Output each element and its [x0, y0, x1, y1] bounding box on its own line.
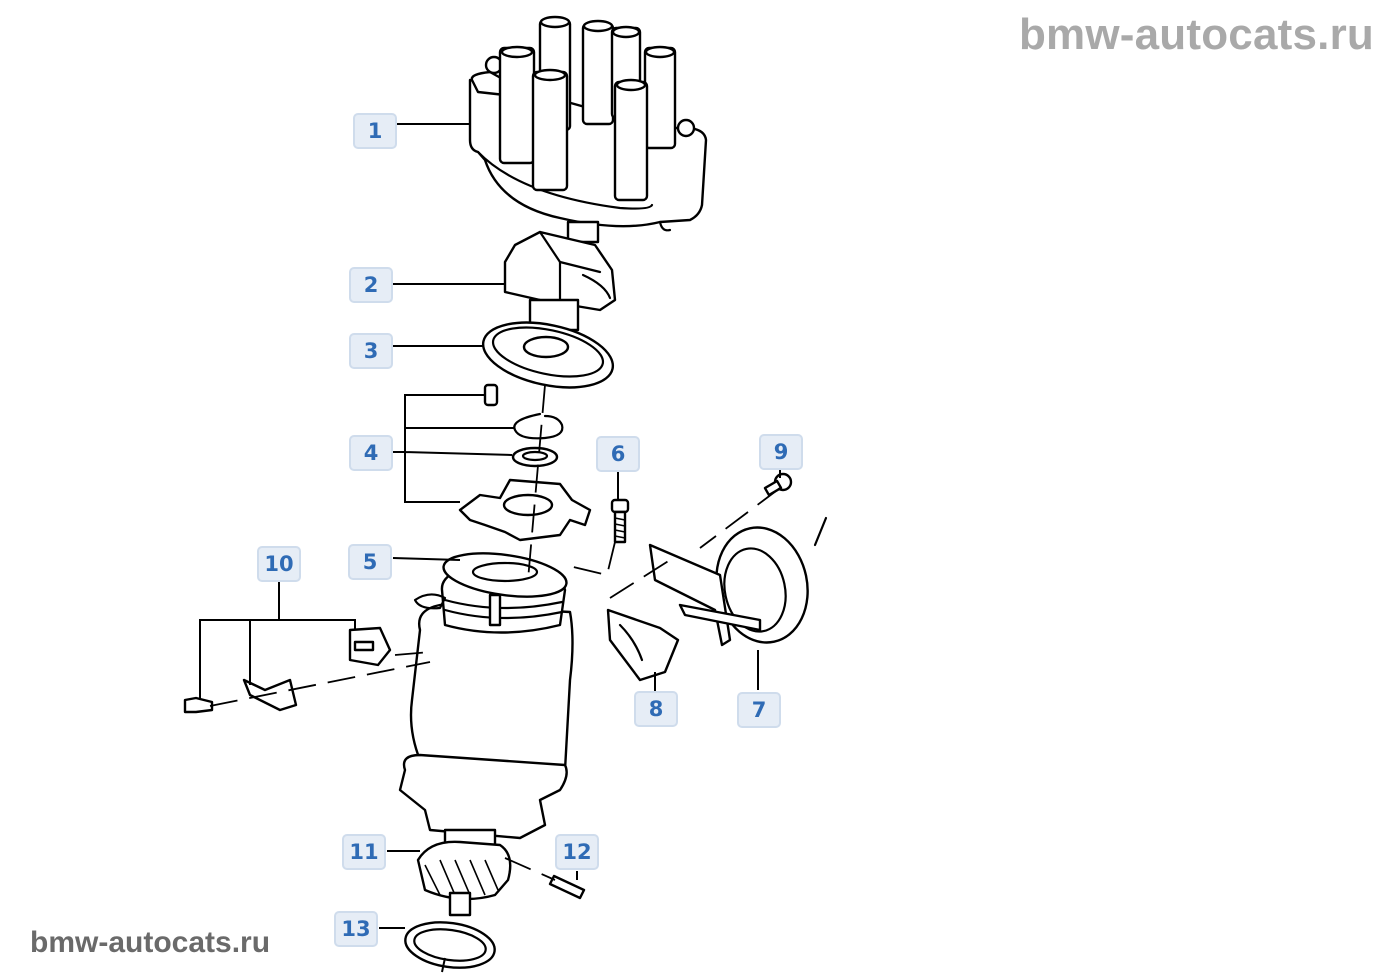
screw-drawing	[610, 498, 630, 544]
watermark-top: bmw-autocats.ru	[1018, 10, 1374, 59]
leader-lines	[199, 123, 781, 929]
vacuum-screw-drawing	[763, 472, 793, 497]
callout-6-screw[interactable]: 6	[596, 436, 640, 472]
callout-9-vacuum-screw[interactable]: 9	[759, 434, 803, 470]
callout-12-roll-pin[interactable]: 12	[555, 834, 599, 870]
callout-13-o-ring[interactable]: 13	[334, 911, 378, 947]
connector-clip-drawing	[183, 626, 392, 714]
callout-10-connector-clip[interactable]: 10	[257, 546, 301, 582]
dust-shield-drawing	[481, 321, 615, 389]
roll-pin-drawing	[548, 874, 586, 900]
o-ring-drawing	[404, 921, 496, 973]
callout-5-pickup-coil[interactable]: 5	[348, 544, 392, 580]
callout-8-bracket[interactable]: 8	[634, 691, 678, 727]
distributor-body-drawing	[398, 552, 574, 857]
callout-1-distributor-cap[interactable]: 1	[353, 113, 397, 149]
rotor-drawing	[503, 220, 617, 332]
vacuum-unit-drawing	[648, 516, 828, 647]
callout-11-drive-gear[interactable]: 11	[342, 834, 386, 870]
drive-gear-drawing	[416, 840, 512, 917]
watermark-bottom: bmw-autocats.ru	[30, 926, 271, 959]
assembly-guide-lines	[209, 384, 781, 881]
callout-4-retaining-set[interactable]: 4	[349, 435, 393, 471]
retaining-set-drawing	[458, 383, 592, 542]
bracket-drawing	[606, 608, 680, 682]
callout-3-dust-shield[interactable]: 3	[349, 333, 393, 369]
callout-7-vacuum-unit[interactable]: 7	[737, 692, 781, 728]
distributor-cap-drawing	[468, 15, 708, 232]
callout-2-rotor[interactable]: 2	[349, 267, 393, 303]
